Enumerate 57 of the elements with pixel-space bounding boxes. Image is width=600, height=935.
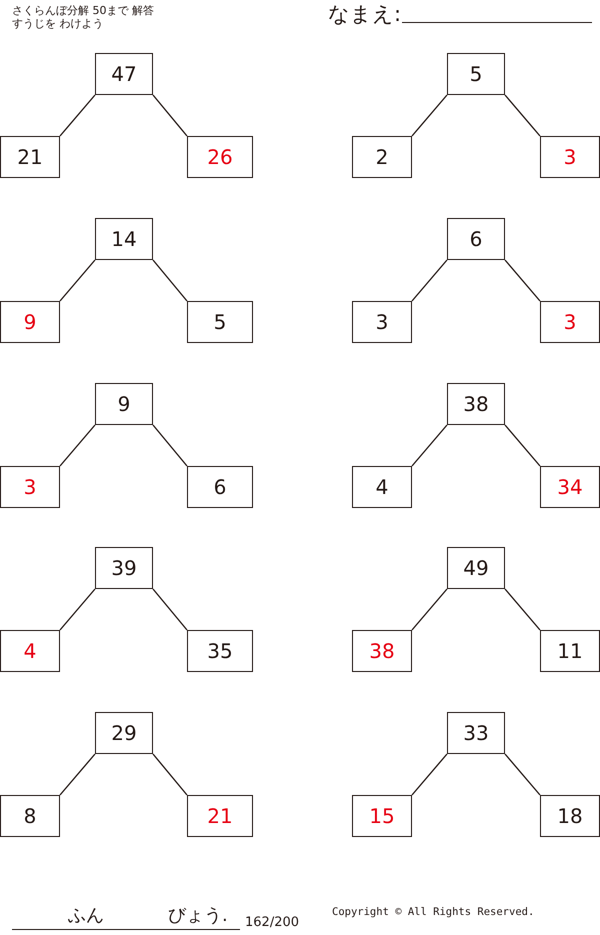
number-box: 4 (352, 466, 412, 508)
number-box: 4 (0, 630, 60, 672)
branch-line (504, 588, 540, 630)
number-box: 11 (540, 630, 600, 672)
branch-line (152, 424, 188, 466)
name-label: なまえ: (328, 1, 402, 28)
branch-line (504, 424, 540, 466)
number-box: 3 (352, 301, 412, 343)
number-box: 14 (95, 218, 153, 260)
branch-line (504, 754, 540, 796)
worksheet-title: さくらんぼ分解 50まで 解答 (12, 3, 154, 18)
branch-line (412, 754, 448, 796)
number-box: 3 (540, 301, 600, 343)
number-box: 9 (95, 383, 153, 425)
branch-line (504, 260, 540, 302)
number-box: 2 (352, 136, 412, 178)
number-box: 6 (187, 466, 253, 508)
number-box: 47 (95, 53, 153, 95)
number-box: 26 (187, 136, 253, 178)
number-box: 33 (447, 712, 505, 754)
branch-line (504, 94, 540, 136)
branch-line (152, 260, 188, 302)
instruction-text: すうじを わけよう (12, 16, 104, 31)
number-box: 9 (0, 301, 60, 343)
branch-line (152, 588, 188, 630)
number-box: 35 (187, 630, 253, 672)
seconds-label: びょう. (168, 904, 228, 927)
branch-line (152, 754, 188, 796)
branch-line (60, 94, 96, 136)
branch-line (60, 424, 96, 466)
number-box: 21 (0, 136, 60, 178)
branch-line (60, 754, 96, 796)
number-box: 15 (352, 795, 412, 837)
number-box: 3 (0, 466, 60, 508)
number-box: 6 (447, 218, 505, 260)
number-box: 34 (540, 466, 600, 508)
number-box: 5 (187, 301, 253, 343)
number-box: 8 (0, 795, 60, 837)
number-box: 39 (95, 547, 153, 589)
branch-line (412, 424, 448, 466)
score-text: 162/200 (245, 915, 300, 930)
minutes-label: ふん (68, 904, 104, 927)
branch-line (412, 588, 448, 630)
number-box: 5 (447, 53, 505, 95)
number-box: 18 (540, 795, 600, 837)
branch-line (60, 588, 96, 630)
number-box: 29 (95, 712, 153, 754)
number-box: 21 (187, 795, 253, 837)
number-box: 38 (447, 383, 505, 425)
number-box: 3 (540, 136, 600, 178)
number-box: 49 (447, 547, 505, 589)
branch-line (152, 94, 188, 136)
branch-line (60, 260, 96, 302)
branch-line (412, 94, 448, 136)
number-box: 38 (352, 630, 412, 672)
copyright-text: Copyright © All Rights Reserved. (332, 906, 534, 918)
branch-line (412, 260, 448, 302)
